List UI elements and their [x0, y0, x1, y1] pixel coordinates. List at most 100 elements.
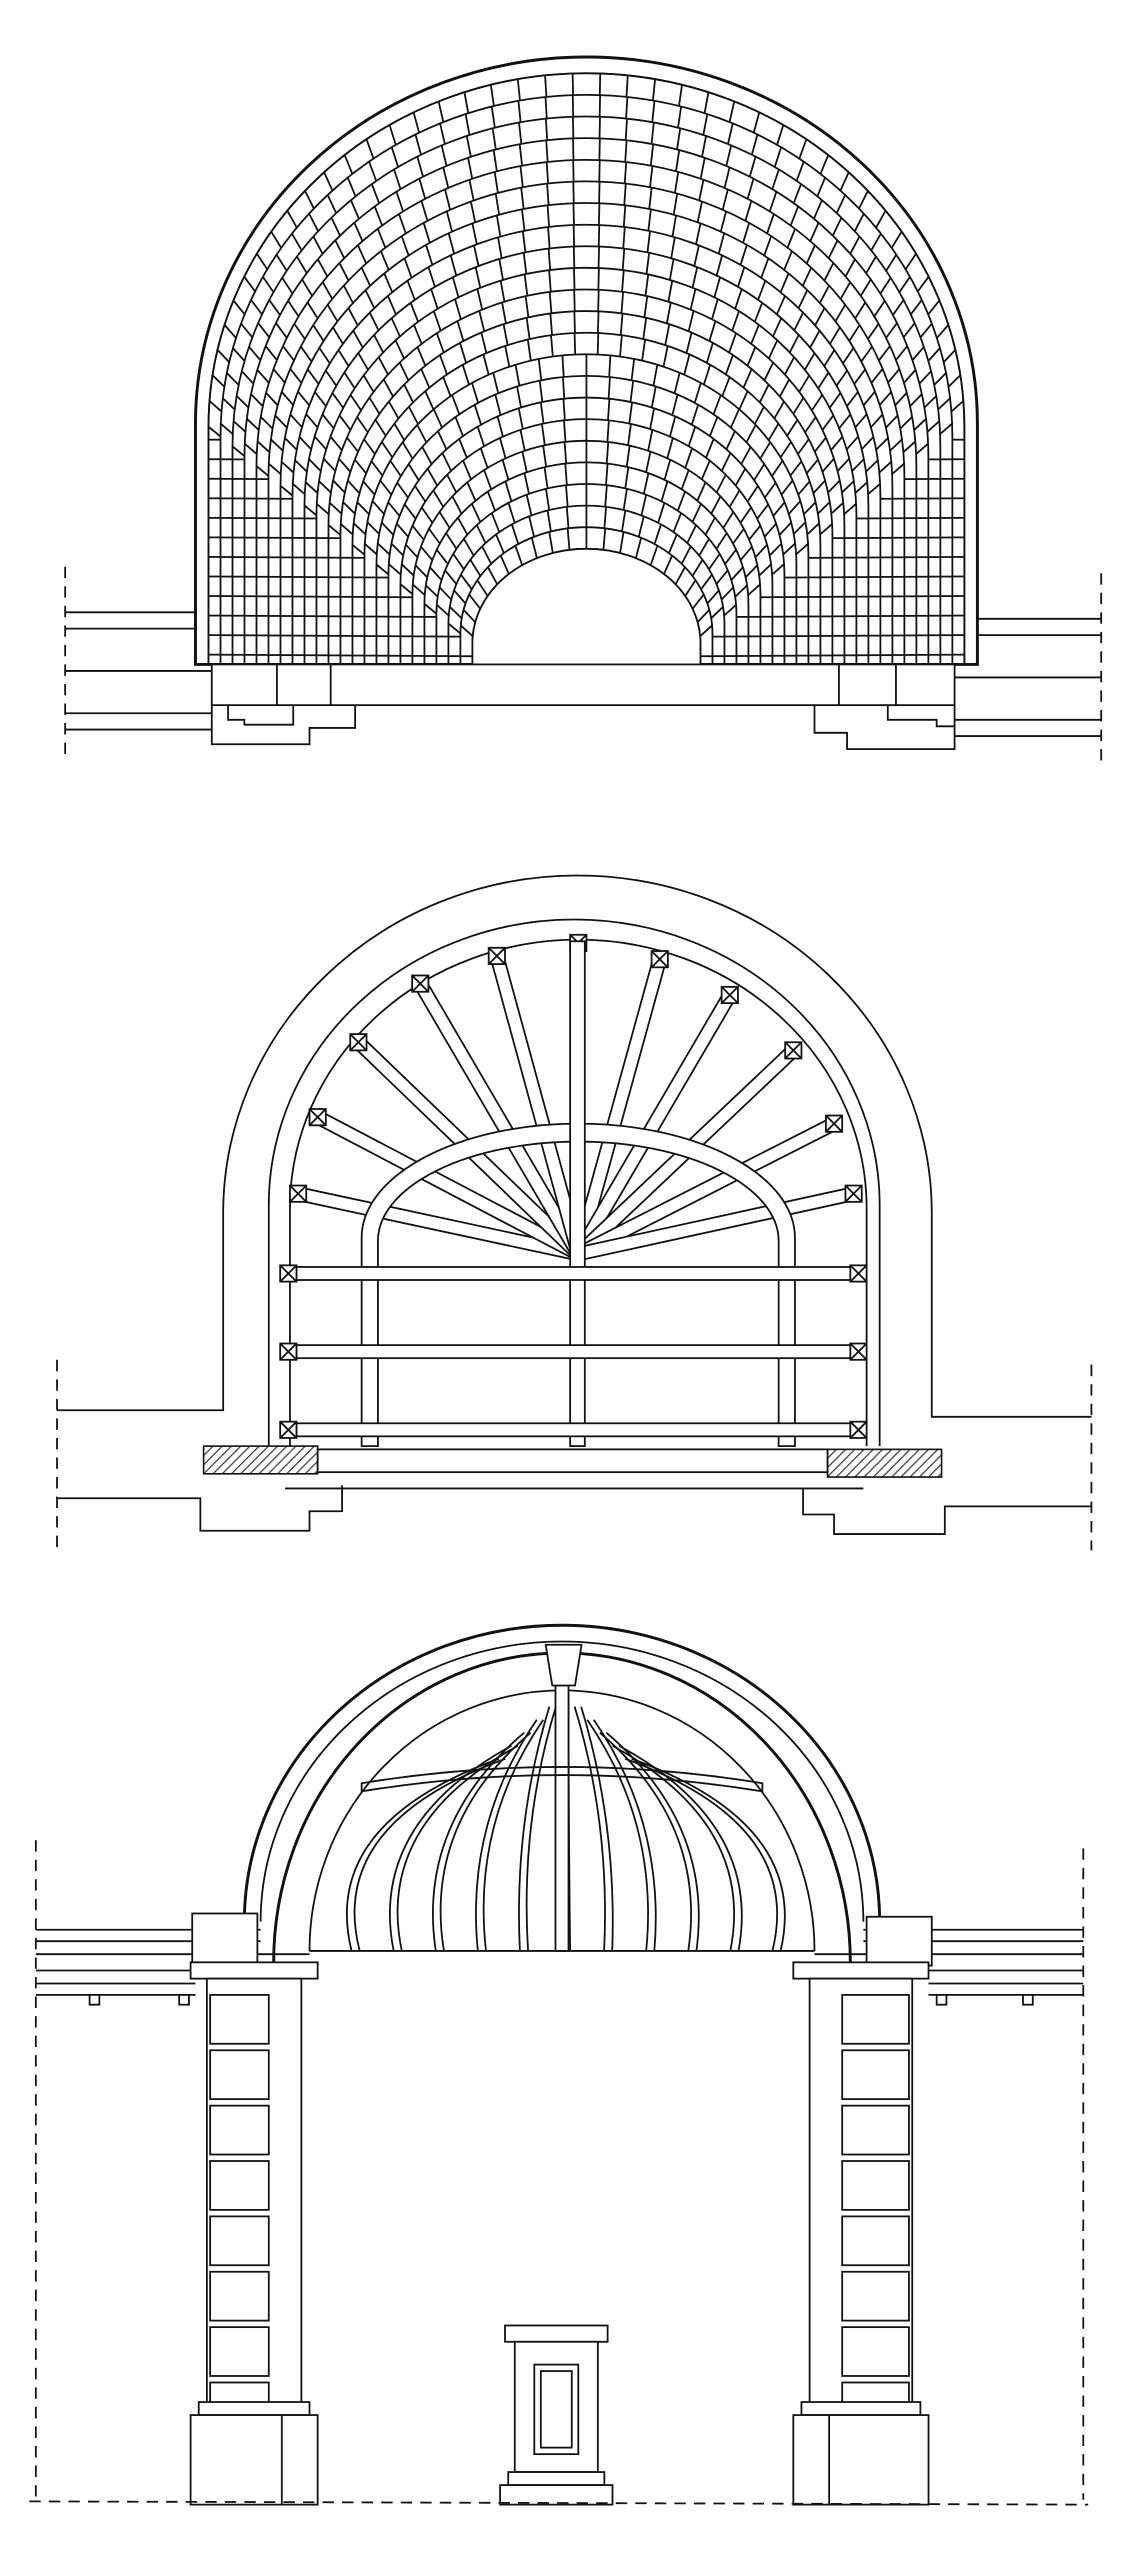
brick-joint — [603, 506, 607, 529]
brick-joint — [596, 332, 600, 355]
brick-joint — [420, 546, 434, 561]
brick-joint — [809, 222, 820, 242]
brick-joint — [216, 349, 230, 363]
brick-joint — [700, 460, 711, 480]
brick-joint — [458, 438, 468, 459]
brick-joint — [499, 555, 510, 575]
brick-joint — [452, 553, 465, 570]
brick-joint — [890, 231, 903, 249]
brick-joint — [416, 424, 428, 443]
brick-joint — [915, 443, 929, 455]
brick-joint — [572, 246, 576, 269]
brick-joint — [270, 231, 283, 249]
dome-rib — [631, 1757, 786, 1952]
brick-joint — [226, 372, 240, 386]
brick-joint — [746, 485, 759, 503]
brick-joint — [324, 369, 338, 387]
brick-joint — [662, 345, 669, 367]
brick-joint — [523, 274, 529, 296]
brick-joint — [628, 402, 633, 424]
brick-joint — [619, 335, 623, 357]
brick-joint — [663, 555, 673, 575]
brick-joint — [649, 545, 659, 566]
brick-joint — [873, 300, 886, 317]
brick-joint — [812, 479, 826, 494]
brick-joint — [524, 295, 530, 318]
brick-joint — [476, 426, 486, 447]
brick-joint — [387, 295, 397, 315]
brick-joint — [649, 165, 654, 188]
pier-capital — [189, 1961, 319, 1980]
brick-joint — [778, 521, 792, 536]
dome-ribs — [308, 1684, 816, 1952]
brick-joint — [222, 397, 236, 411]
brick-joint — [700, 574, 713, 590]
brick-joint — [798, 374, 810, 393]
brick-joint — [541, 423, 546, 446]
brick-joint — [518, 122, 523, 145]
brick-joint — [606, 420, 610, 442]
brick-course-line — [351, 331, 822, 665]
brick-joint — [301, 279, 313, 297]
brick-joint — [635, 537, 642, 559]
brick-joint — [671, 215, 677, 237]
brick-joint — [468, 594, 481, 610]
brick-joint — [383, 273, 394, 293]
brick-joint — [471, 382, 480, 404]
brick-joint — [672, 193, 679, 215]
brick-joint — [416, 156, 424, 178]
brick-joint — [705, 438, 715, 459]
brick-joint — [473, 404, 482, 425]
brick-joint — [728, 489, 741, 508]
brick-joint — [715, 474, 727, 493]
brick-joint — [878, 345, 891, 361]
brick-joint — [305, 481, 319, 494]
brick-joint — [691, 559, 704, 577]
brick-joint — [950, 400, 964, 413]
brick-joint — [544, 118, 549, 141]
brick-joint — [804, 352, 816, 371]
brick-joint — [672, 512, 682, 533]
brick-joint — [377, 542, 391, 556]
brick-joint — [702, 113, 709, 136]
brick-joint — [839, 281, 851, 300]
brick-joint — [878, 391, 892, 406]
brick-joint — [387, 501, 401, 517]
brick-joint — [423, 603, 437, 615]
brick-joint — [520, 187, 525, 210]
cross-mark-icon — [721, 986, 739, 1004]
brick-joint — [519, 165, 524, 188]
brick-joint — [425, 244, 434, 266]
brick-course-line — [279, 202, 894, 665]
brick-joint — [710, 606, 724, 619]
brick-joint — [432, 408, 443, 428]
brick-joint — [782, 542, 796, 556]
brick-joint — [495, 215, 502, 237]
brick-joint — [772, 501, 786, 517]
brick-joint — [428, 528, 441, 545]
brick-joint — [767, 423, 780, 441]
brick-joint — [497, 236, 503, 259]
brick-joint — [412, 583, 426, 596]
brick-joint — [412, 112, 420, 133]
brick-joint — [501, 459, 510, 481]
brick-joint — [740, 446, 752, 465]
dome-rib — [475, 1719, 538, 1952]
dome-rib — [396, 1744, 519, 1952]
brick-joint — [298, 436, 312, 450]
brick-joint — [318, 480, 332, 494]
dentil — [88, 1994, 101, 2006]
pier-capital — [792, 1961, 930, 1980]
brick-joint — [394, 339, 405, 359]
brick-joint — [887, 368, 901, 384]
brick-joint — [468, 179, 475, 201]
brick-joint — [708, 553, 721, 570]
brick-joint — [627, 423, 632, 446]
brick-joint — [730, 566, 744, 581]
brick-joint — [449, 254, 458, 276]
brick-joint — [211, 374, 226, 388]
brick-joint — [365, 138, 375, 159]
brick-joint — [396, 523, 409, 538]
left-capital-block — [191, 1912, 259, 1964]
brick-joint — [545, 488, 551, 511]
